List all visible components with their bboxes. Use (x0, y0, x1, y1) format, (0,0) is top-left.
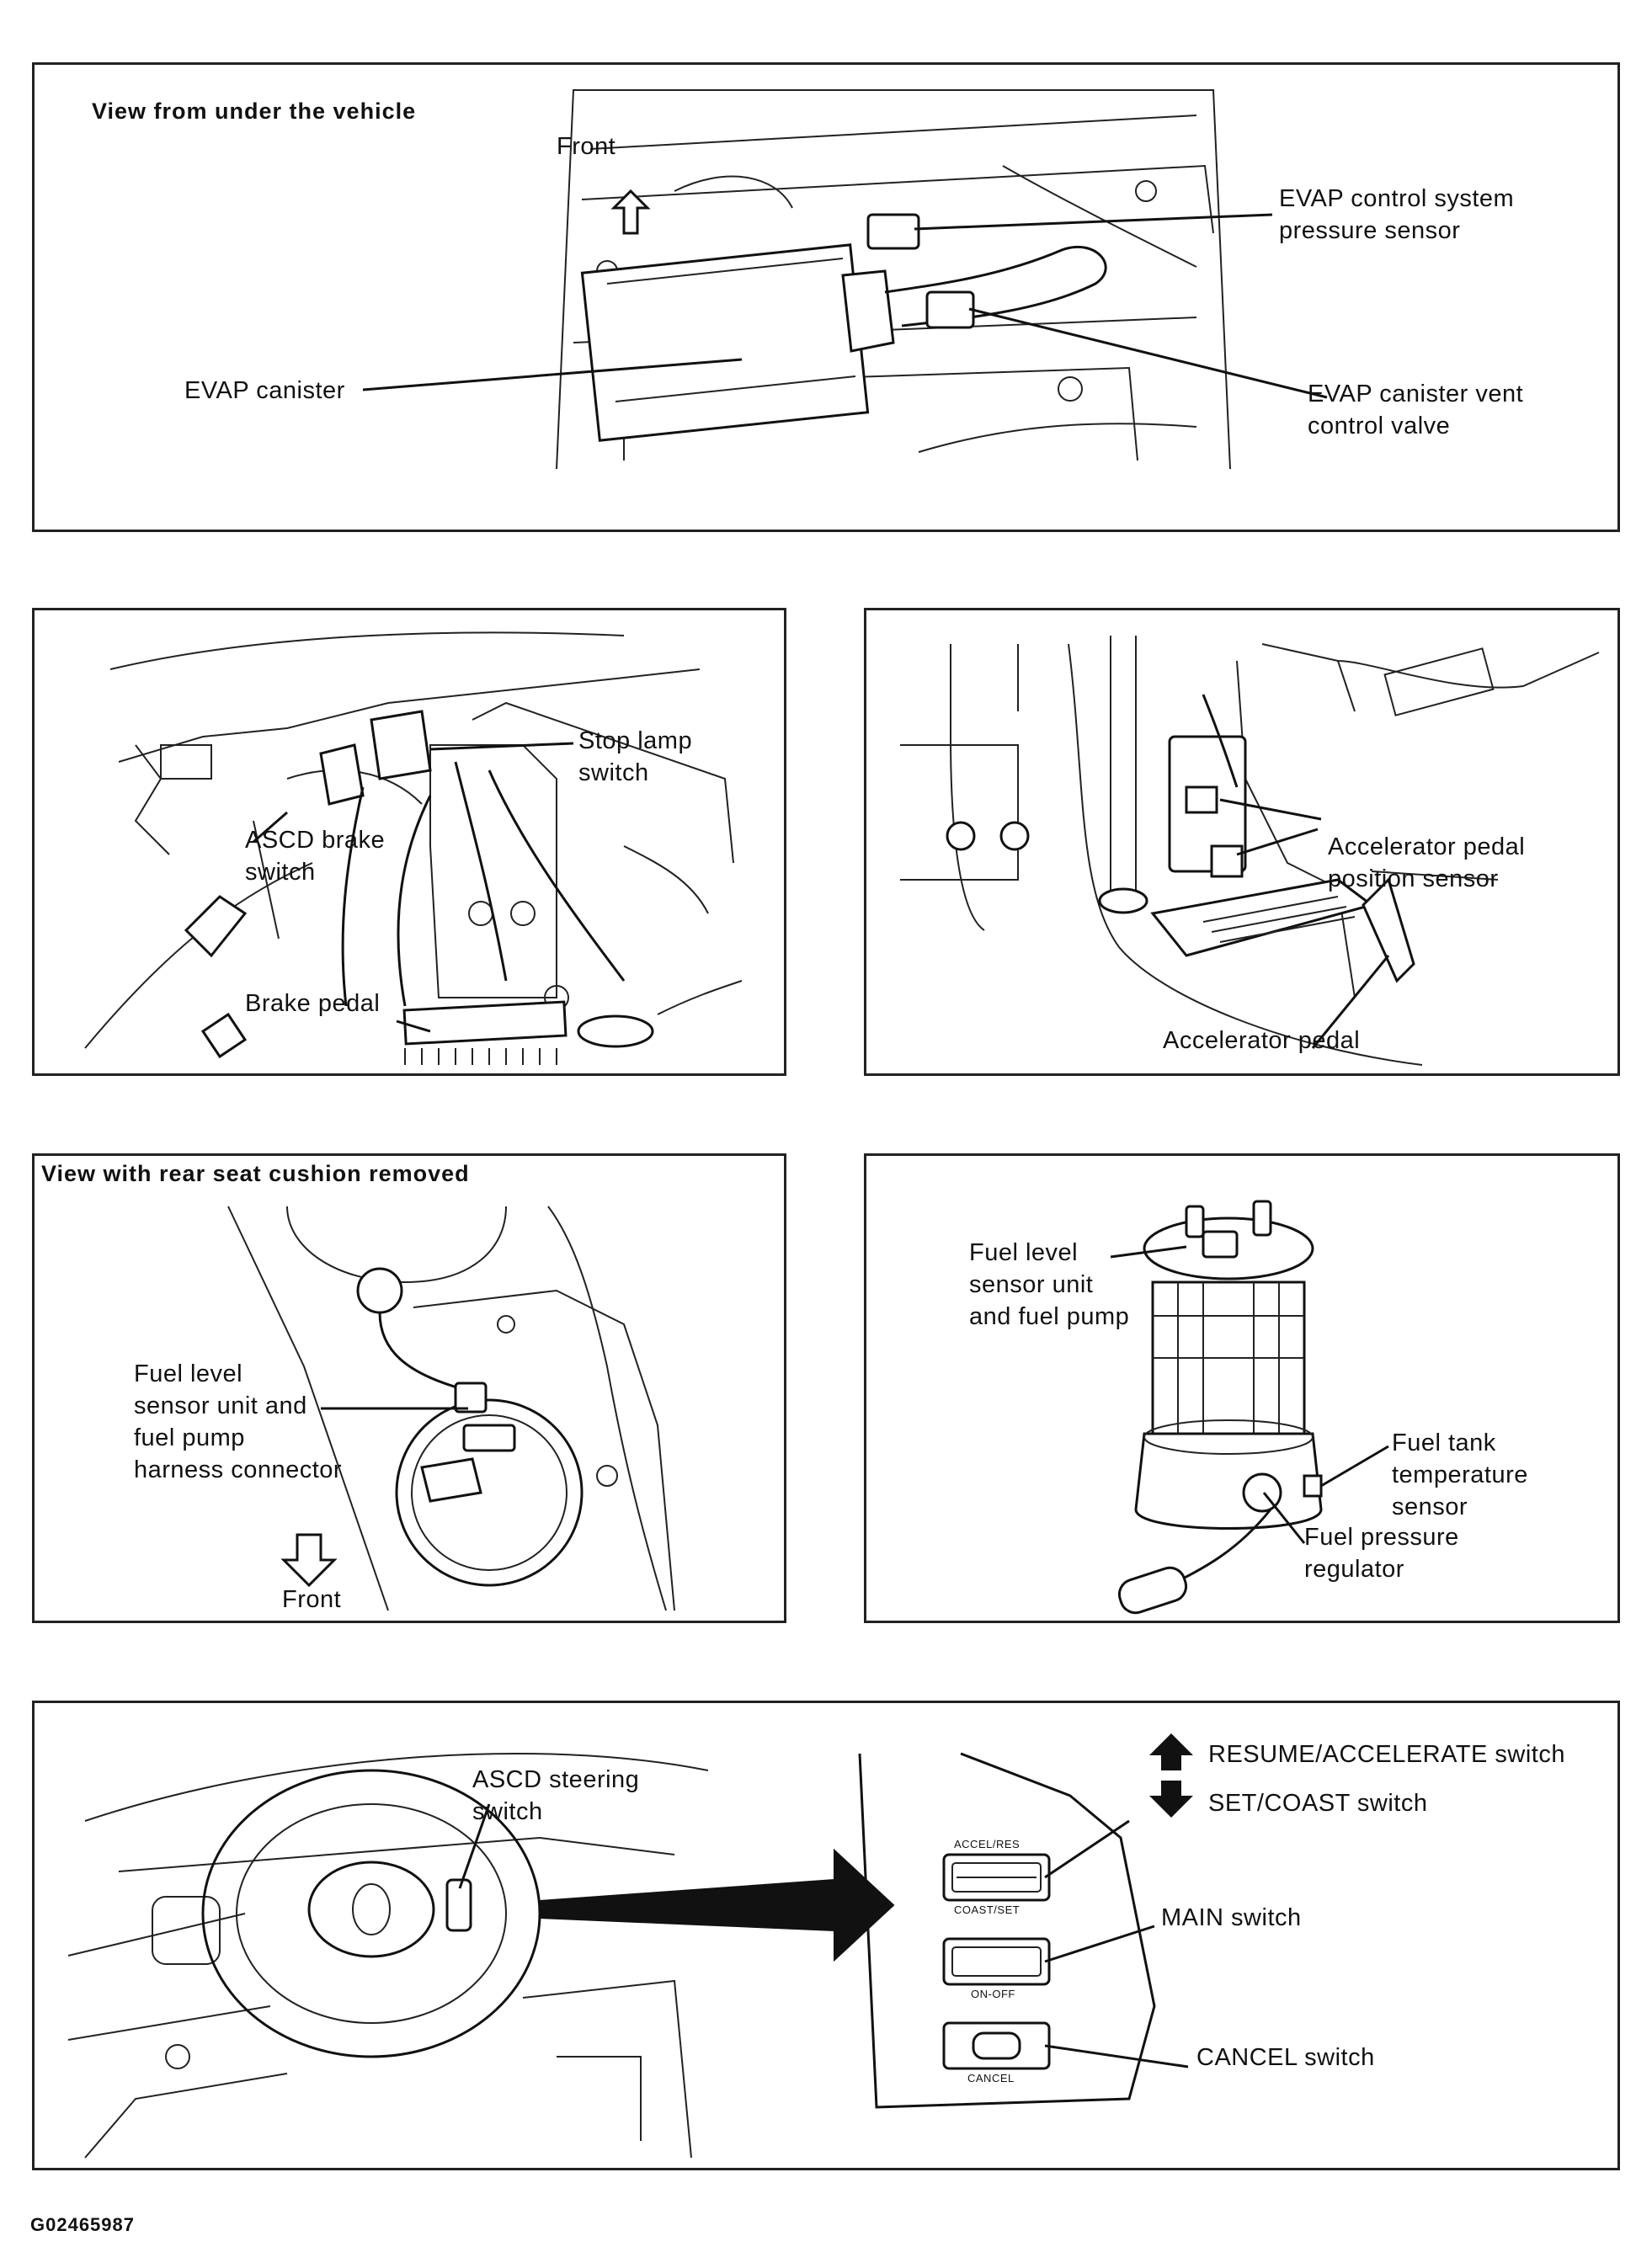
brake-panel: Stop lamp switch ASCD brake switch Brake… (32, 608, 786, 1076)
front-label: Front (557, 133, 616, 160)
on-off-button-label: ON-OFF (971, 1988, 1015, 2000)
set-down-arrow-icon (1149, 1781, 1193, 1818)
brake-pedal-label: Brake pedal (245, 990, 381, 1017)
fuel-pressure-regulator-label: Fuel pressure regulator (1304, 1524, 1459, 1583)
harness-connector-label: Fuel level sensor unit and fuel pump har… (134, 1360, 343, 1483)
cancel-switch-label: CANCEL switch (1196, 2044, 1375, 2071)
front-arrow-icon (280, 1533, 338, 1588)
fuel-pump-illustration (1110, 1200, 1389, 1615)
evap-illustration (362, 89, 1328, 470)
cancel-button-label: CANCEL (967, 2072, 1015, 2084)
accelerator-pedal-label: Accelerator pedal (1163, 1027, 1361, 1054)
main-switch-label: MAIN switch (1161, 1904, 1302, 1931)
ascd-illustration (67, 1733, 1193, 2159)
evap-pressure-sensor-label: EVAP control system pressure sensor (1279, 185, 1515, 244)
accelerator-panel: Accelerator pedal position sensor Accele… (864, 608, 1620, 1076)
fuel-pump-panel: Fuel level sensor unit and fuel pump Fue… (864, 1153, 1620, 1623)
accel-res-button-label: ACCEL/RES (954, 1838, 1021, 1850)
front-label: Front (282, 1586, 342, 1613)
ascd-brake-switch-label: ASCD brake switch (245, 827, 386, 886)
rear-seat-illustration (227, 1206, 675, 1611)
resume-up-arrow-icon (1149, 1733, 1193, 1770)
coast-set-button-label: COAST/SET (954, 1903, 1021, 1916)
evap-canister-label: EVAP canister (184, 377, 345, 404)
evap-panel: View from under the vehicle Front EVAP c… (32, 62, 1620, 532)
fuel-pump-unit-label: Fuel level sensor unit and fuel pump (969, 1239, 1130, 1330)
callout-arrow-icon (539, 1848, 895, 1962)
document-id: G02465987 (30, 2214, 135, 2235)
evap-vent-valve-label: EVAP canister vent control valve (1308, 381, 1524, 439)
app-sensor-label: Accelerator pedal position sensor (1328, 833, 1526, 892)
set-coast-switch-label: SET/COAST switch (1208, 1790, 1428, 1817)
ascd-steering-switch-label: ASCD steering switch (472, 1766, 640, 1825)
fuel-tank-temp-sensor-label: Fuel tank temperature sensor (1392, 1429, 1528, 1520)
front-arrow-icon (610, 189, 651, 235)
brake-illustration (84, 631, 743, 1065)
ascd-panel: ASCD steering switch RESUME/ACCELERATE s… (32, 1701, 1620, 2170)
accelerator-illustration (900, 636, 1600, 1066)
rear-seat-header: View with rear seat cushion removed (41, 1161, 470, 1186)
stop-lamp-switch-label: Stop lamp switch (578, 727, 693, 786)
rear-seat-panel: View with rear seat cushion removed Fuel… (32, 1153, 786, 1623)
evap-header: View from under the vehicle (92, 98, 417, 124)
resume-accelerate-switch-label: RESUME/ACCELERATE switch (1208, 1741, 1565, 1768)
